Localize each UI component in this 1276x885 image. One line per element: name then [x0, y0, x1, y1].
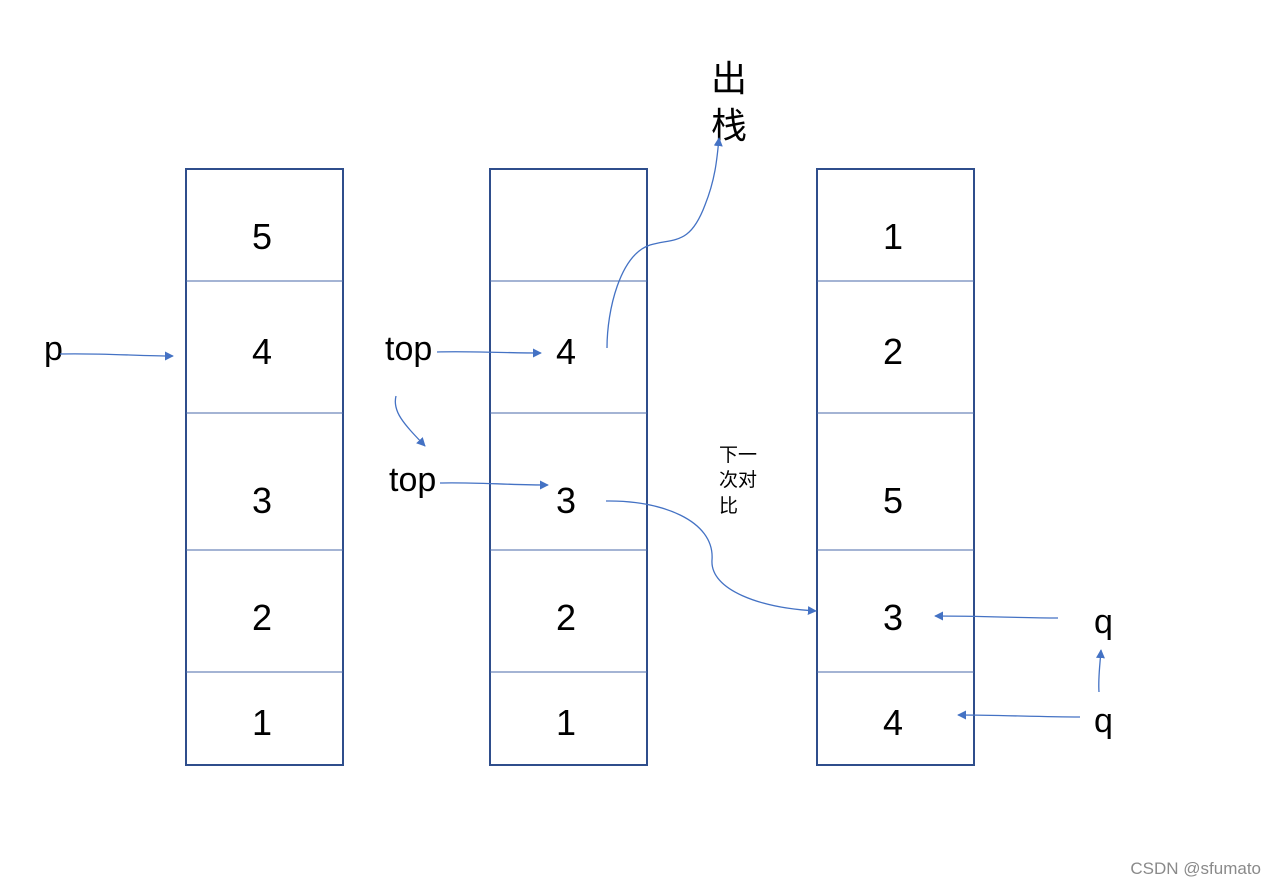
stack-middle-cell: 4: [556, 331, 576, 372]
stack-left-cell: 3: [252, 480, 272, 521]
next-compare-line1: 下一: [719, 444, 757, 466]
pointer-label-q-lower: q: [1094, 702, 1113, 740]
stack-left-cell: 2: [252, 597, 272, 638]
stack-right-cell: 5: [883, 480, 903, 521]
arrow-top-moves-down: [394, 395, 426, 447]
stack-left-cell: 1: [252, 702, 272, 743]
pointer-label-top-upper: top: [385, 330, 432, 368]
next-compare-line3: 比: [719, 495, 738, 517]
stack-right-cell: 3: [883, 597, 903, 638]
pointer-label-top-lower: top: [389, 461, 436, 499]
stack-middle-outline: [489, 168, 648, 766]
pop-annotation-line2: 栈: [711, 106, 747, 147]
arrow-q-lower-to-cell: [957, 710, 1081, 720]
pointer-label-p: p: [44, 330, 63, 368]
stack-right-cell: 4: [883, 702, 903, 743]
stack-right: 1 2 5 3 4: [816, 168, 975, 766]
arrow-pop-out: [606, 137, 723, 349]
arrow-top-lower-to-cell: [439, 480, 549, 490]
arrow-p-to-stack-left: [59, 351, 174, 361]
stack-left-cell: 5: [252, 216, 272, 257]
stack-right-cell: 2: [883, 331, 903, 372]
stack-middle-cell: 1: [556, 702, 576, 743]
stack-middle-cell: 2: [556, 597, 576, 638]
stack-left-cell: 4: [252, 331, 272, 372]
stack-middle: 4 3 2 1: [489, 168, 648, 766]
arrow-q-moves-up: [1095, 649, 1105, 693]
stack-left-outline: [185, 168, 344, 766]
pop-annotation-line1: 出: [711, 59, 747, 100]
next-compare-line2: 次对: [719, 469, 757, 491]
pointer-label-q-upper: q: [1094, 603, 1113, 641]
arrow-q-upper-to-cell: [934, 611, 1059, 621]
stack-left: 5 4 3 2 1: [185, 168, 344, 766]
stack-middle-cell: 3: [556, 480, 576, 521]
arrow-next-compare: [605, 500, 817, 616]
watermark: CSDN @sfumato: [1130, 859, 1261, 878]
stack-right-outline: [816, 168, 975, 766]
arrow-top-upper-to-cell: [436, 348, 542, 358]
stack-right-cell: 1: [883, 216, 903, 257]
